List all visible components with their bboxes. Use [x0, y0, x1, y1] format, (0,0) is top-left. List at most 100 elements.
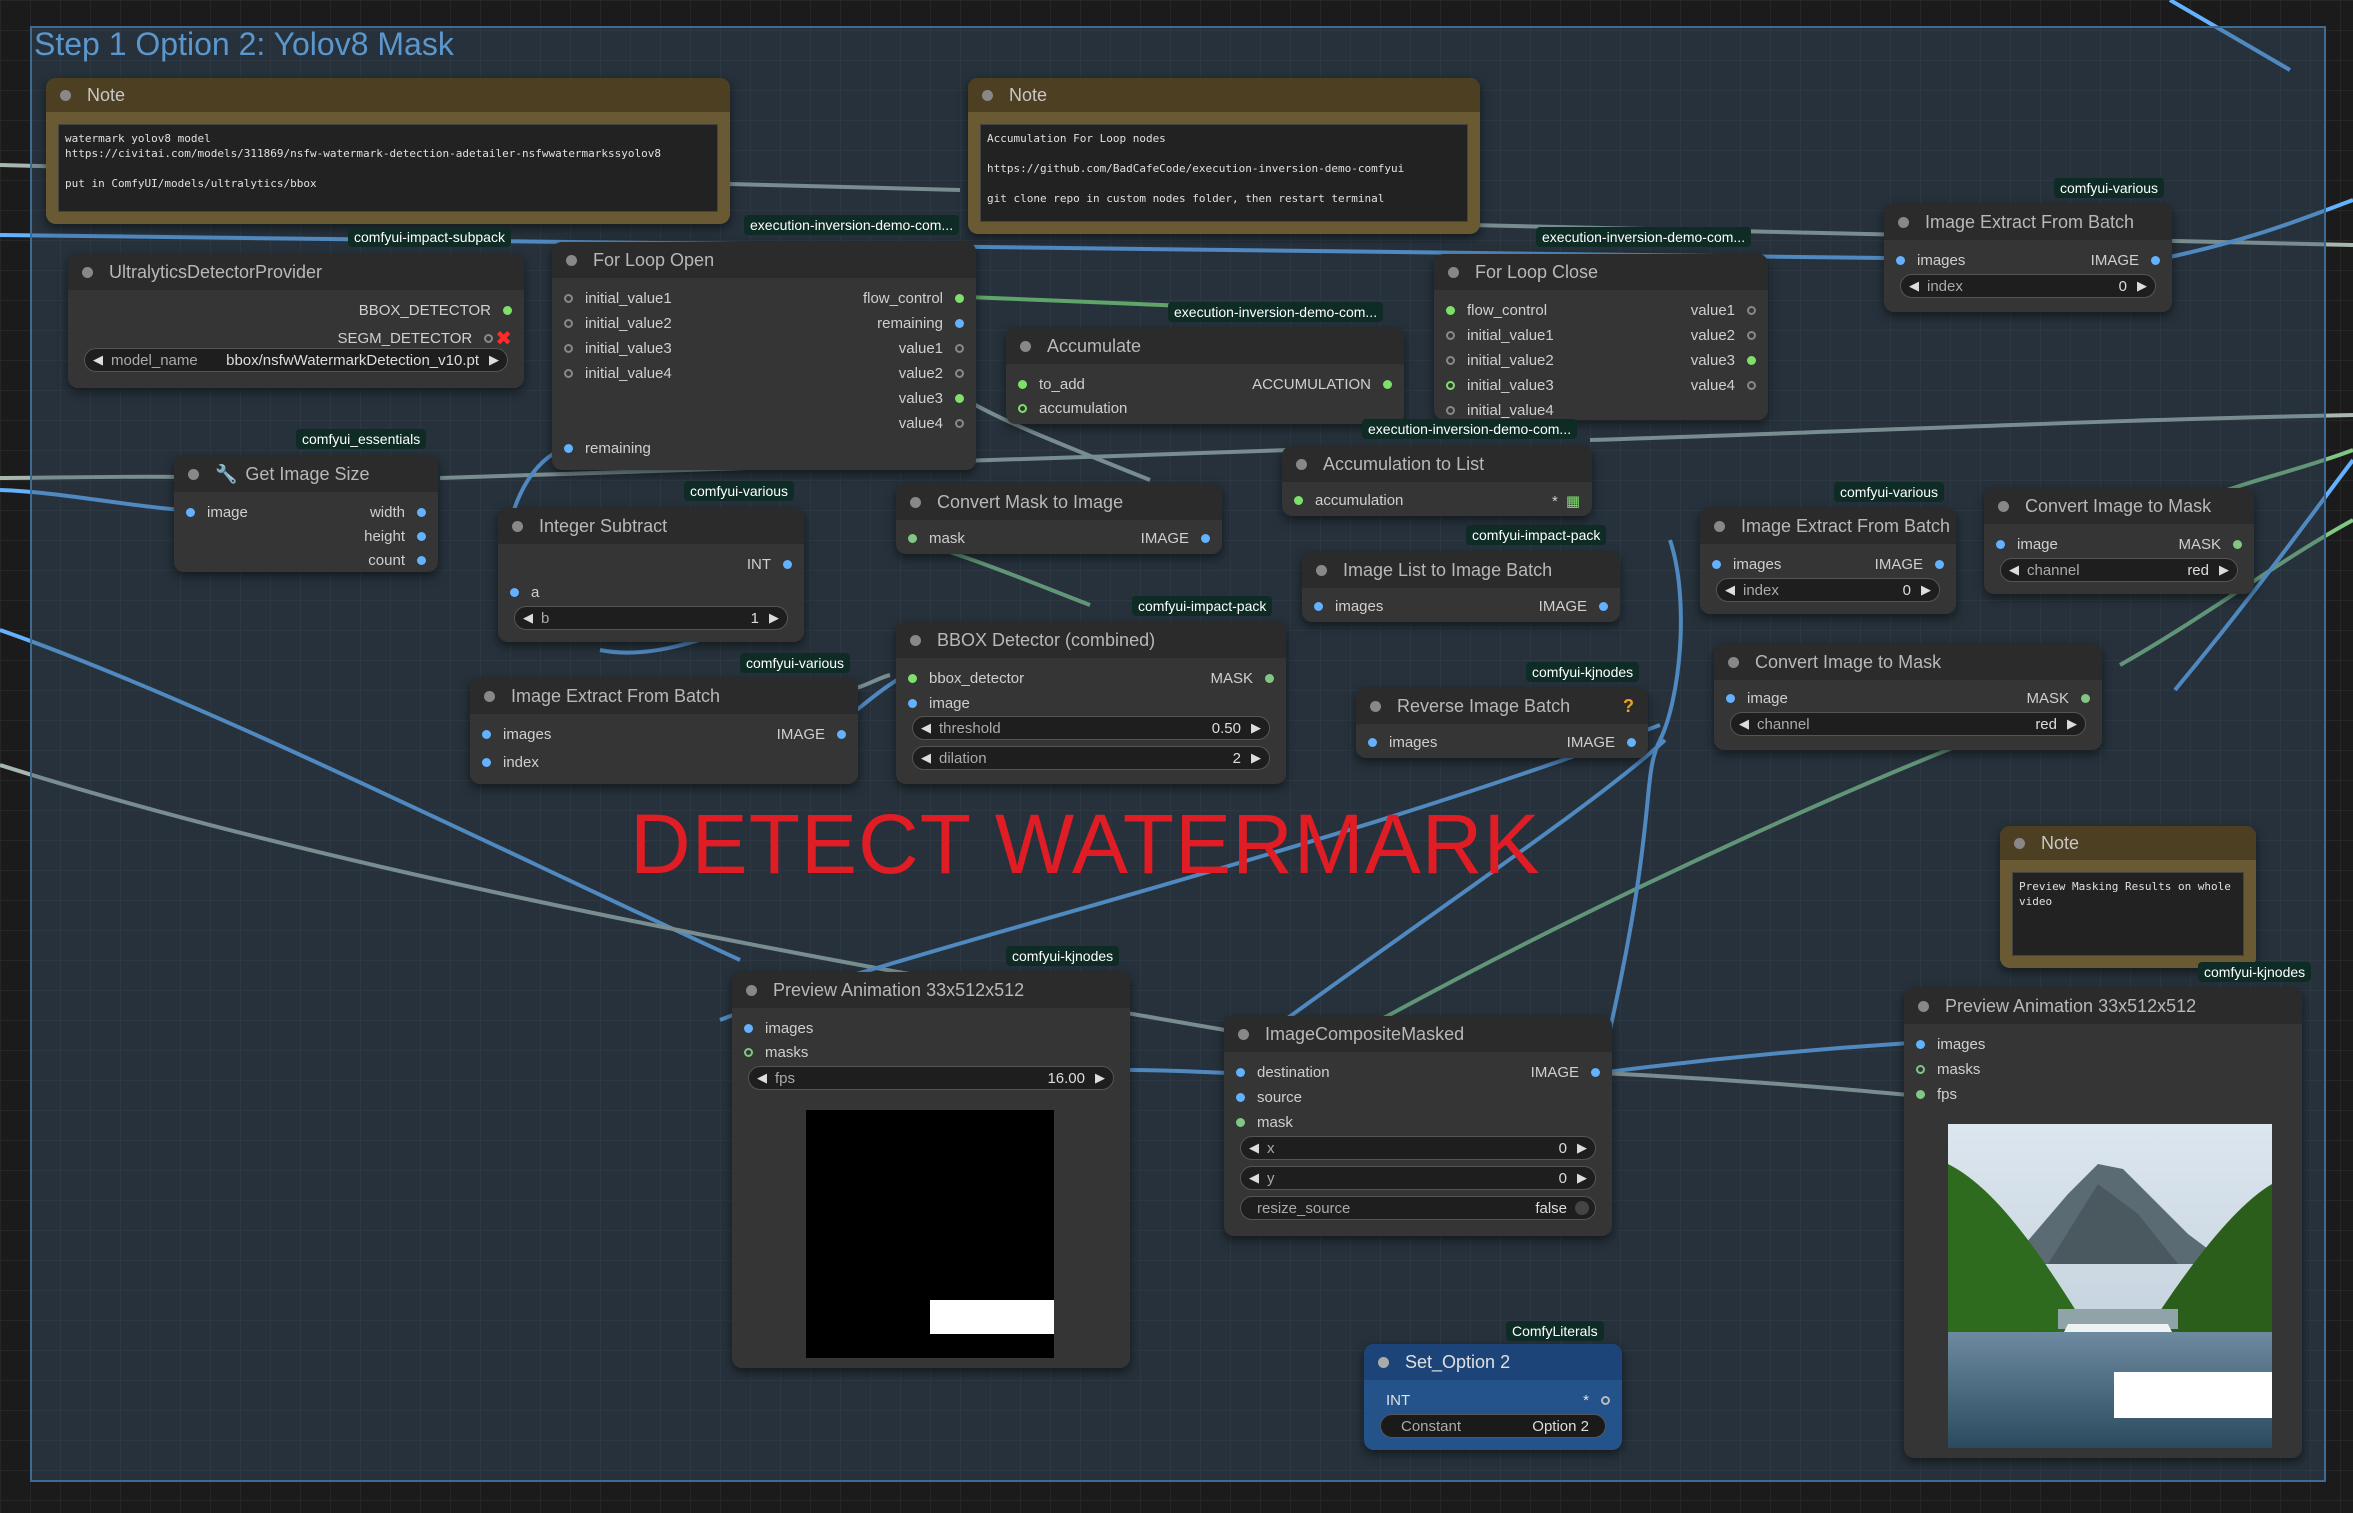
collapse-dot-icon[interactable]: [1448, 266, 1459, 278]
note-accumulation[interactable]: Note Accumulation For Loop nodes https:/…: [968, 78, 1480, 234]
arrow-left-icon[interactable]: ◀: [1249, 1140, 1259, 1155]
output-socket[interactable]: [1601, 1396, 1610, 1405]
input-socket[interactable]: [1916, 1090, 1925, 1099]
input-socket[interactable]: [1712, 560, 1721, 569]
output-socket[interactable]: [1265, 674, 1274, 683]
node-accumulation-to-list[interactable]: Accumulation to List accumulation*▦: [1282, 446, 1592, 516]
input-socket[interactable]: [1996, 540, 2005, 549]
collapse-dot-icon[interactable]: [484, 690, 495, 702]
note-text[interactable]: watermark yolov8 model https://civitai.c…: [58, 124, 718, 212]
output-socket[interactable]: [955, 419, 964, 428]
input-socket[interactable]: [564, 294, 573, 303]
help-question-icon[interactable]: ?: [1623, 695, 1634, 716]
arrow-right-icon[interactable]: ▶: [2219, 562, 2229, 577]
collapse-dot-icon[interactable]: [1728, 656, 1739, 668]
input-socket[interactable]: [1446, 406, 1455, 415]
collapse-dot-icon[interactable]: [1020, 340, 1031, 352]
input-socket[interactable]: [908, 674, 917, 683]
input-socket[interactable]: [564, 319, 573, 328]
arrow-left-icon[interactable]: ◀: [1739, 716, 1749, 731]
input-socket[interactable]: [1726, 694, 1735, 703]
input-socket[interactable]: [564, 369, 573, 378]
arrow-left-icon[interactable]: ◀: [523, 610, 533, 625]
arrow-left-icon[interactable]: ◀: [921, 750, 931, 765]
output-socket[interactable]: [1747, 331, 1756, 340]
output-socket[interactable]: [1747, 381, 1756, 390]
output-socket[interactable]: [2233, 540, 2242, 549]
input-socket[interactable]: [564, 344, 573, 353]
input-socket[interactable]: [1916, 1040, 1925, 1049]
arrow-left-icon[interactable]: ◀: [93, 352, 103, 367]
input-socket[interactable]: [1896, 256, 1905, 265]
arrow-right-icon[interactable]: ▶: [1577, 1140, 1587, 1155]
output-socket[interactable]: [1599, 602, 1608, 611]
output-socket[interactable]: [1747, 356, 1756, 365]
note-yolov8[interactable]: Note watermark yolov8 model https://civi…: [46, 78, 730, 224]
arrow-left-icon[interactable]: ◀: [1249, 1170, 1259, 1185]
input-socket[interactable]: [1294, 496, 1303, 505]
node-preview-animation-left[interactable]: Preview Animation 33x512x512 images mask…: [732, 972, 1130, 1368]
collapse-dot-icon[interactable]: [910, 634, 921, 646]
output-socket[interactable]: [417, 508, 426, 517]
output-socket[interactable]: [1591, 1068, 1600, 1077]
collapse-dot-icon[interactable]: [60, 89, 71, 101]
input-socket[interactable]: [744, 1048, 753, 1057]
arrow-right-icon[interactable]: ▶: [2067, 716, 2077, 731]
node-ultralytics-detector-provider[interactable]: UltralyticsDetectorProvider BBOX_DETECTO…: [68, 254, 524, 388]
input-socket[interactable]: [1446, 356, 1455, 365]
arrow-left-icon[interactable]: ◀: [2009, 562, 2019, 577]
input-socket[interactable]: [1236, 1093, 1245, 1102]
arrow-right-icon[interactable]: ▶: [1095, 1070, 1105, 1085]
arrow-right-icon[interactable]: ▶: [2137, 278, 2147, 293]
arrow-right-icon[interactable]: ▶: [1251, 720, 1261, 735]
output-socket[interactable]: [955, 394, 964, 403]
output-socket[interactable]: [837, 730, 846, 739]
output-socket[interactable]: [2081, 694, 2090, 703]
collapse-dot-icon[interactable]: [188, 468, 199, 480]
note-text[interactable]: Preview Masking Results on whole video: [2012, 872, 2244, 956]
collapse-dot-icon[interactable]: [1898, 216, 1909, 228]
output-socket[interactable]: [955, 369, 964, 378]
output-socket[interactable]: [417, 556, 426, 565]
collapse-dot-icon[interactable]: [566, 254, 577, 266]
collapse-dot-icon[interactable]: [1370, 700, 1381, 712]
collapse-dot-icon[interactable]: [1918, 1000, 1929, 1012]
node-preview-animation-right[interactable]: Preview Animation 33x512x512 images mask…: [1904, 988, 2302, 1458]
output-socket[interactable]: [1201, 534, 1210, 543]
output-socket[interactable]: [2151, 256, 2160, 265]
output-socket[interactable]: [955, 294, 964, 303]
output-socket[interactable]: [484, 334, 494, 343]
output-socket[interactable]: [1935, 560, 1944, 569]
input-socket[interactable]: [186, 508, 195, 517]
arrow-left-icon[interactable]: ◀: [1909, 278, 1919, 293]
collapse-dot-icon[interactable]: [82, 266, 93, 278]
output-socket[interactable]: [417, 532, 426, 541]
toggle-knob-icon[interactable]: [1575, 1201, 1589, 1215]
output-socket[interactable]: [955, 344, 964, 353]
arrow-right-icon[interactable]: ▶: [1921, 582, 1931, 597]
collapse-dot-icon[interactable]: [982, 89, 993, 101]
input-socket[interactable]: [482, 758, 491, 767]
input-socket[interactable]: [1446, 381, 1455, 390]
output-socket[interactable]: [1383, 380, 1392, 389]
collapse-dot-icon[interactable]: [1998, 500, 2009, 512]
output-socket[interactable]: [1627, 738, 1636, 747]
input-socket[interactable]: [1236, 1068, 1245, 1077]
input-socket[interactable]: [1018, 380, 1027, 389]
arrow-right-icon[interactable]: ▶: [769, 610, 779, 625]
note-preview[interactable]: Note Preview Masking Results on whole vi…: [2000, 826, 2256, 968]
